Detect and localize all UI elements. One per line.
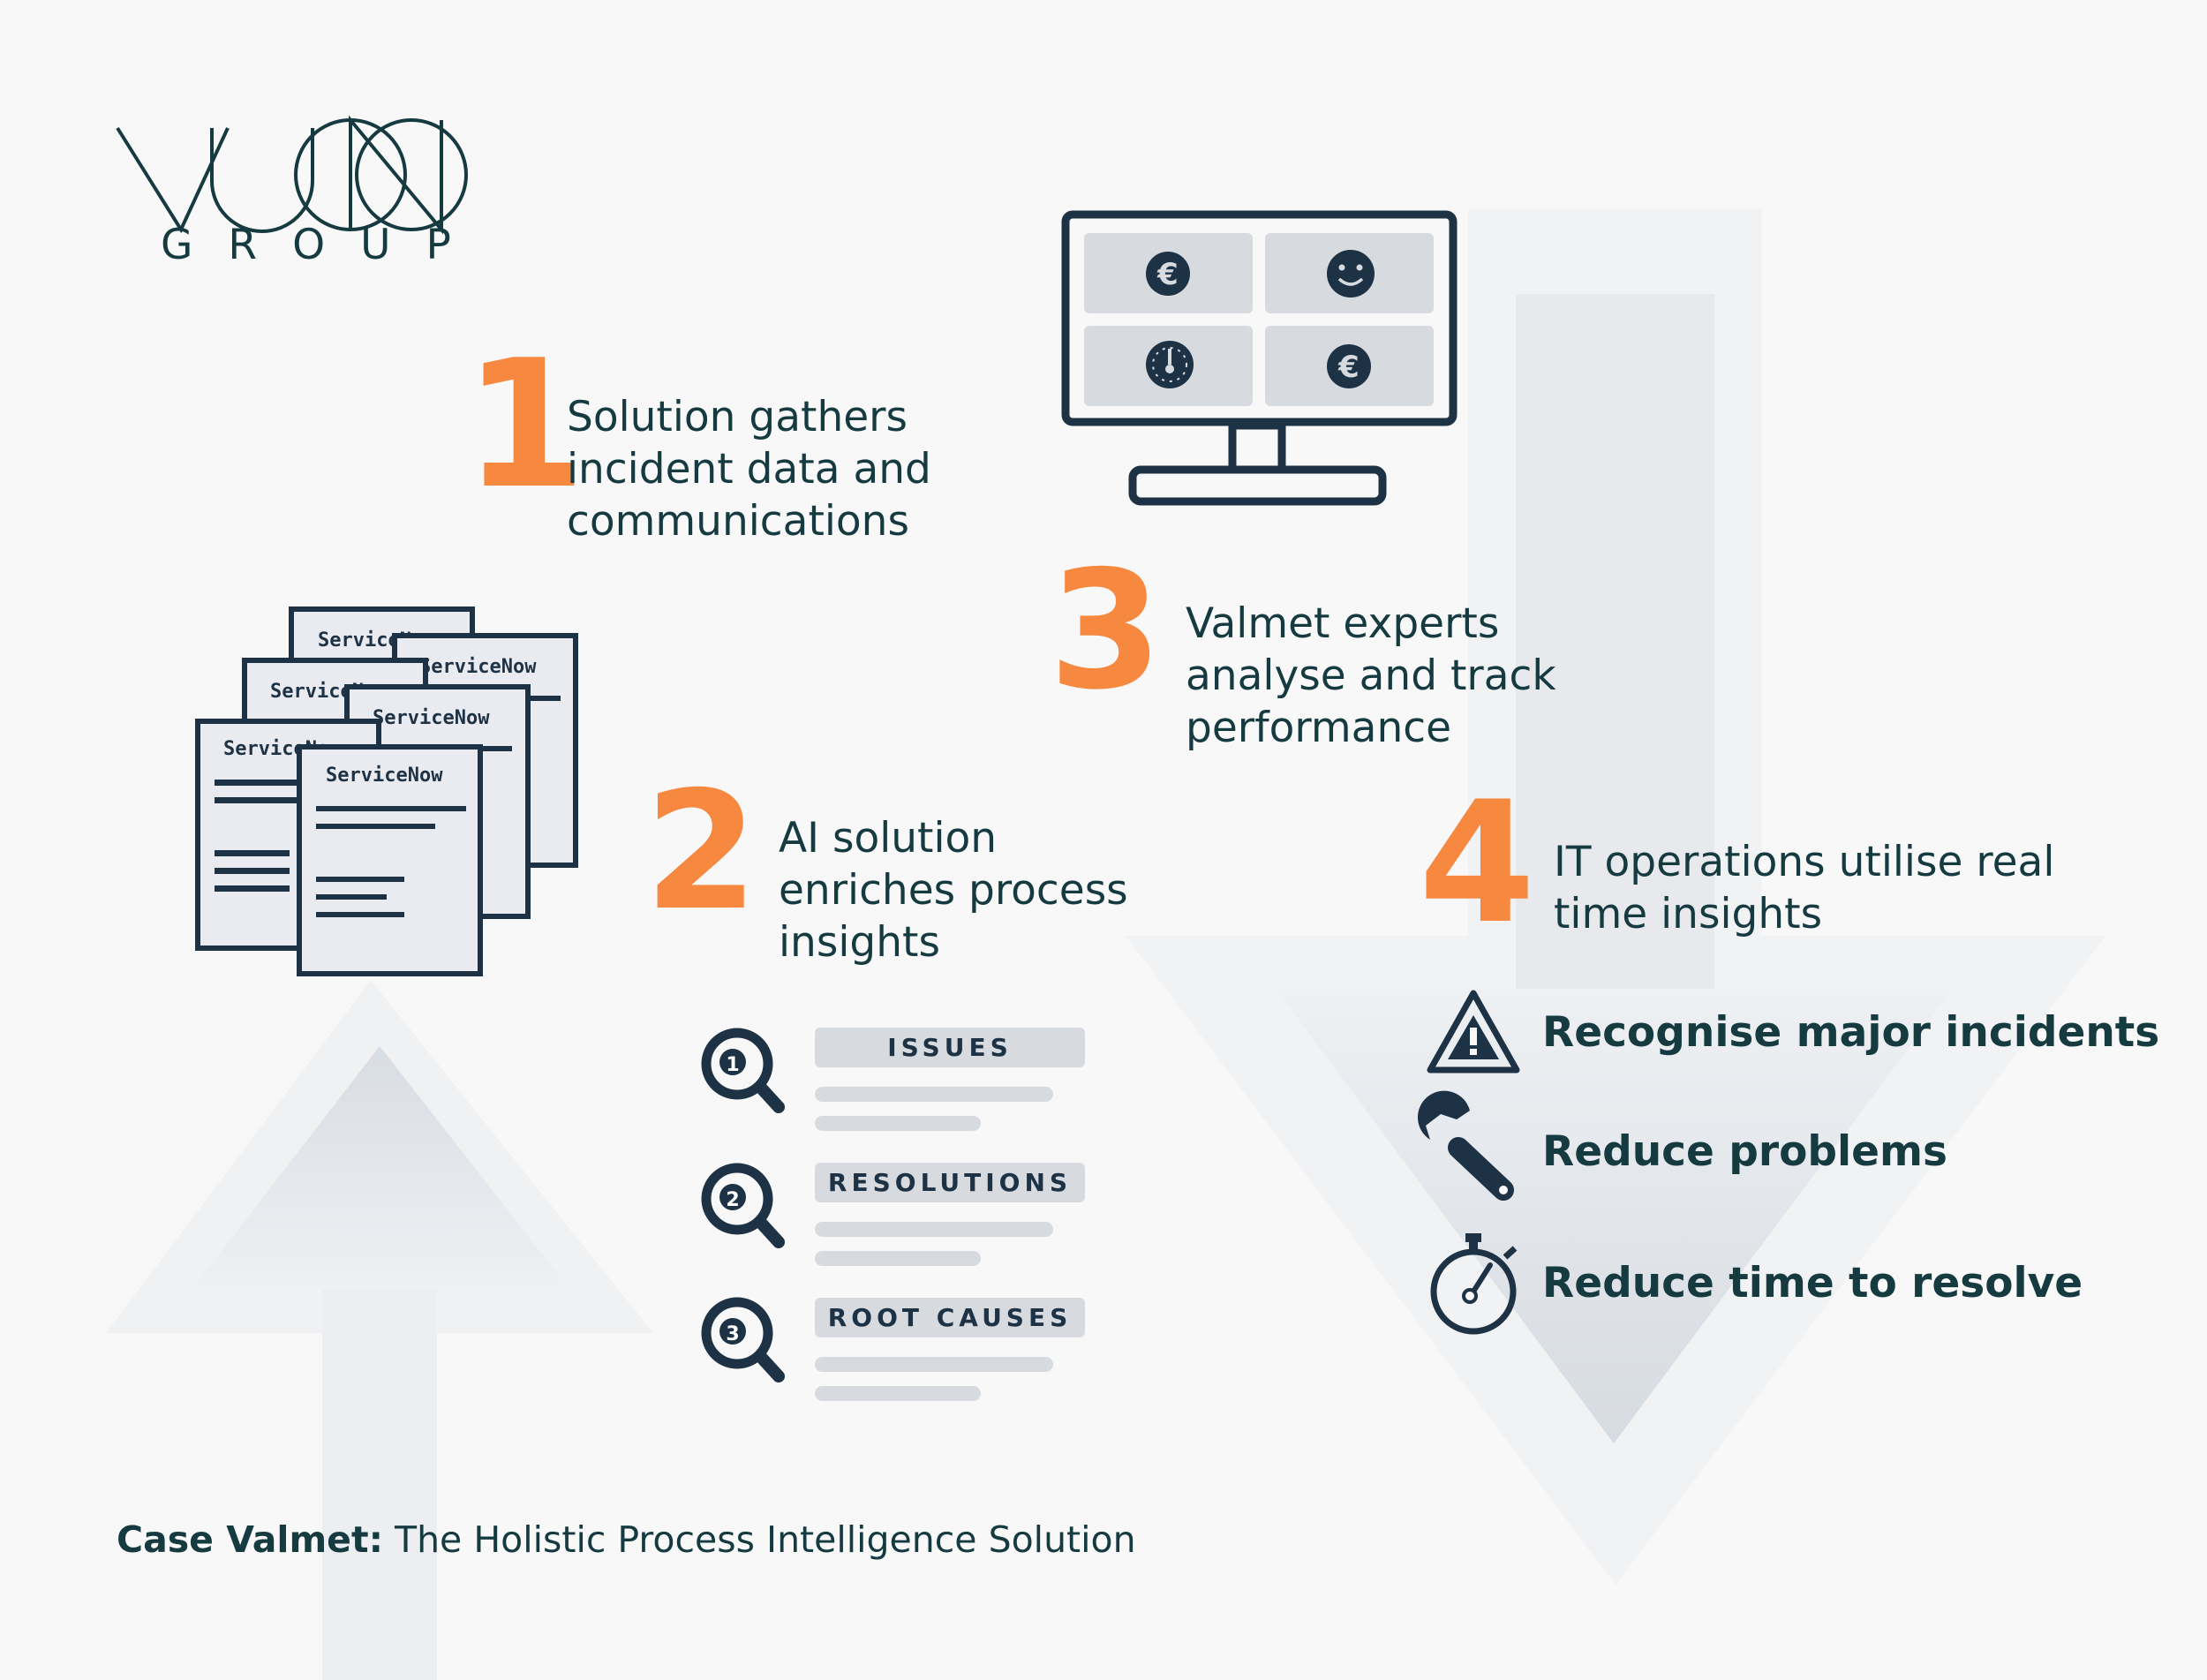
step-line: Solution gathers (567, 393, 908, 441)
document-label: ServiceNow (373, 707, 490, 729)
monitor-illustration: € € (1061, 210, 1458, 506)
step-description: AI solution enriches process insights (779, 812, 1128, 968)
up-arrow (106, 980, 653, 1680)
svg-text:€: € (1156, 257, 1179, 292)
logo-group-text: GROUP (161, 221, 486, 269)
step-line: Valmet experts (1186, 599, 1500, 648)
step-line: incident data and (567, 445, 931, 493)
servicenow-documents: ServiceNow ServiceNow ServiceNow Service… (195, 606, 578, 976)
insight-badge: 3 (726, 1323, 739, 1345)
insight-tag-issues: ISSUES (815, 1028, 1085, 1067)
step-description: IT operations utilise real time insights (1554, 836, 2054, 940)
euro-icon: € (1327, 344, 1371, 388)
placeholder-line (815, 1251, 981, 1266)
step-line: IT operations utilise real (1554, 838, 2055, 886)
step-description: Solution gathers incident data and commu… (567, 391, 931, 547)
smiley-icon (1327, 250, 1375, 298)
insight-badge: 2 (726, 1189, 739, 1211)
step-number: 3 (1049, 535, 1163, 726)
euro-icon: € (1146, 252, 1190, 296)
step-number: 2 (644, 756, 758, 946)
step-line: performance (1186, 704, 1452, 752)
footer-caption: Case Valmet: The Holistic Process Intell… (117, 1518, 1136, 1561)
footer-title: The Holistic Process Intelligence Soluti… (395, 1518, 1136, 1561)
document-label: ServiceNow (419, 656, 537, 678)
placeholder-line (815, 1222, 1053, 1237)
step-line: communications (567, 497, 909, 546)
document: ServiceNow (297, 744, 483, 976)
benefit-recognise-incidents: Recognise major incidents (1542, 1008, 2160, 1057)
step-number: 1 (463, 322, 587, 528)
step-number: 4 (1419, 765, 1536, 961)
placeholder-line (815, 1386, 981, 1401)
svg-text:€: € (1337, 350, 1360, 385)
step-line: enriches process (779, 866, 1128, 915)
step-line: insights (779, 918, 940, 967)
placeholder-line (815, 1357, 1053, 1372)
benefit-reduce-problems: Reduce problems (1542, 1127, 1947, 1176)
document-label: ServiceNow (326, 765, 443, 787)
step-line: AI solution (779, 814, 998, 863)
wrench-icon (1417, 1090, 1514, 1201)
step-line: analyse and track (1186, 652, 1556, 700)
magnifier-icon: 1 (701, 1028, 785, 1113)
insight-tag-root-causes: ROOT CAUSES (815, 1298, 1085, 1337)
placeholder-line (815, 1116, 981, 1131)
step-description: Valmet experts analyse and track perform… (1186, 598, 1556, 754)
insight-tag-resolutions: RESOLUTIONS (815, 1163, 1085, 1202)
step-line: time insights (1554, 890, 1823, 938)
stopwatch-icon (1430, 1233, 1518, 1335)
footer-case-label: Case Valmet: (117, 1518, 383, 1561)
magnifier-icon: 2 (701, 1163, 785, 1248)
logo-mark (116, 115, 468, 235)
placeholder-line (815, 1087, 1053, 1102)
magnifier-icon: 3 (701, 1297, 785, 1382)
benefit-reduce-time: Reduce time to resolve (1542, 1259, 2083, 1307)
gauge-icon (1146, 341, 1194, 388)
warning-icon (1427, 990, 1520, 1074)
insight-badge: 1 (726, 1054, 739, 1076)
